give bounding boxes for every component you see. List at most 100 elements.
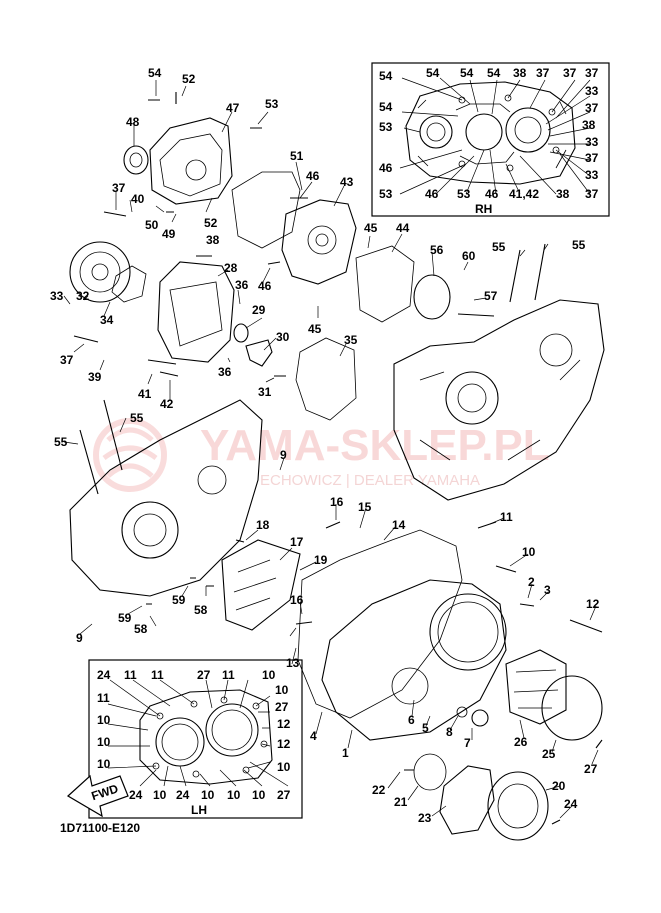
rh-callout: 37 (536, 66, 550, 80)
rh-callout: 37 (563, 66, 577, 80)
part-1-crankcase-cover (321, 579, 507, 741)
callout: 9 (76, 631, 83, 645)
lh-callout: 12 (277, 717, 291, 731)
part-7-plug (471, 709, 489, 727)
callout: 30 (276, 330, 290, 344)
callout: 55 (130, 411, 144, 425)
callout: 48 (126, 115, 140, 129)
watermark-sub-text: ECHOWICZ | DEALER YAMAHA (260, 472, 480, 489)
rh-cover-right-boss (505, 107, 551, 153)
rh-callout: 46 (379, 161, 393, 175)
callout: 11 (500, 510, 513, 524)
inset-rh: 54 54 54 54 38 37 37 37 54 33 37 53 38 3… (371, 62, 610, 217)
callout: 22 (372, 783, 386, 797)
bolts (73, 92, 603, 825)
main-drawing (63, 80, 605, 841)
rh-callout: 54 (460, 66, 474, 80)
callout: 54 (148, 66, 162, 80)
callout: 25 (542, 747, 556, 761)
inset-lh-frame (88, 659, 303, 819)
callout: 42 (160, 397, 174, 411)
lh-callout: 24 (129, 788, 143, 802)
lh-callout: 11 (222, 668, 235, 682)
callout: 4 (310, 729, 317, 743)
rh-callout: 38 (556, 187, 570, 201)
callout: 59 (172, 593, 186, 607)
part-56-oring (413, 274, 451, 320)
lh-callout: 27 (275, 700, 289, 714)
callout: 12 (586, 597, 600, 611)
callout: 35 (344, 333, 358, 347)
callout: 23 (418, 811, 432, 825)
callout: 55 (572, 238, 586, 252)
part-35-gasket (295, 337, 357, 421)
callout: 15 (358, 500, 372, 514)
callout: 2 (528, 575, 535, 589)
callout: 3 (544, 583, 551, 597)
callout: 52 (182, 72, 196, 86)
rh-cover-outline (405, 81, 576, 185)
inset-rh-label: RH (475, 202, 492, 216)
crankcase-left-half (69, 399, 263, 597)
callout: 58 (194, 603, 208, 617)
rh-callout: 38 (513, 66, 527, 80)
callout: 43 (340, 175, 354, 189)
rh-callout: 37 (585, 101, 599, 115)
rh-callout: 53 (379, 120, 393, 134)
part-32-rotor (69, 241, 131, 303)
callouts: 54 52 47 53 48 51 46 43 37 40 50 49 52 4… (50, 66, 600, 825)
rh-cover-center-boss (465, 113, 503, 151)
fwd-arrow-icon (66, 774, 129, 818)
lh-callout: 10 (262, 668, 276, 682)
callout: 6 (408, 713, 415, 727)
callout: 32 (76, 289, 90, 303)
rh-callout: 41,42 (509, 187, 539, 201)
part-29-seal (233, 323, 249, 343)
callout: 51 (290, 149, 304, 163)
callout: 46 (258, 279, 272, 293)
lh-cover-right-boss (205, 703, 259, 757)
callout: 50 (145, 218, 159, 232)
callout: 41 (138, 387, 152, 401)
lh-callout: 27 (277, 788, 291, 802)
inset-lh: 24 11 11 27 11 10 11 10 27 10 12 10 12 1… (88, 659, 303, 819)
rh-callout: 37 (585, 187, 599, 201)
callout: 19 (314, 553, 328, 567)
rh-callout: 54 (379, 100, 393, 114)
part-26-cover (505, 649, 567, 725)
lh-callout: 24 (97, 668, 111, 682)
lh-callout: 11 (151, 668, 164, 682)
callout: 47 (226, 101, 240, 115)
rh-callout: 46 (425, 187, 439, 201)
callout: 60 (462, 249, 476, 263)
callout: 59 (118, 611, 132, 625)
rh-callout: 33 (585, 168, 599, 182)
callout: 55 (54, 435, 68, 449)
fwd-arrow: FWD (66, 774, 129, 818)
lh-callout: 10 (153, 788, 167, 802)
callout: 33 (50, 289, 64, 303)
lh-callout: 27 (197, 668, 211, 682)
part-21-gasket (413, 753, 447, 791)
part-14-gasket (297, 529, 463, 719)
lh-callout: 11 (97, 691, 110, 705)
callout: 18 (256, 518, 270, 532)
callout: 37 (112, 181, 126, 195)
callout: 27 (584, 762, 598, 776)
callout: 52 (204, 216, 218, 230)
part-48-seal (123, 145, 149, 175)
callout: 10 (522, 545, 536, 559)
lh-callout: 10 (227, 788, 241, 802)
callout: 17 (290, 535, 304, 549)
callout: 8 (446, 725, 453, 739)
callout: 55 (492, 240, 506, 254)
callout: 46 (306, 169, 320, 183)
part-55-stud (534, 243, 546, 301)
inset-lh-label: LH (191, 803, 207, 817)
inset-rh-frame (371, 62, 610, 217)
part-34-plate (111, 265, 147, 303)
part-17-19-guide (221, 539, 301, 631)
callout: 13 (286, 656, 300, 670)
lh-callout: 12 (277, 737, 291, 751)
lh-callout: 10 (97, 757, 111, 771)
